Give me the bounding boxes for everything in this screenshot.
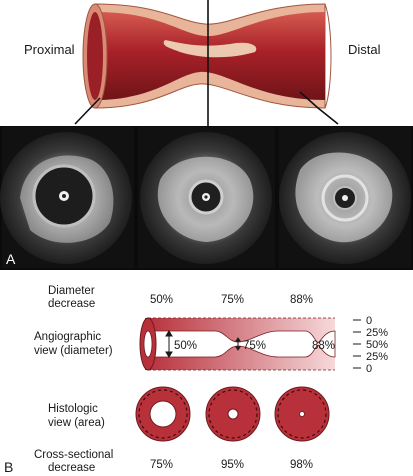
cross-value-2: 95% (221, 459, 244, 471)
ivus-image-distal (279, 127, 411, 268)
ivus-panel: A (0, 126, 413, 270)
angiographic-vessel (139, 317, 336, 371)
panel-b-label: B (4, 459, 13, 475)
angiographic-row-label-2: view (diameter) (34, 345, 113, 357)
histologic-row-label-1: Histologic (48, 403, 98, 415)
panel-a-label: A (6, 251, 16, 267)
cross-row-label-2: decrease (48, 462, 95, 474)
scale-label-3: 25% (366, 351, 388, 363)
scale-label-0: 0 (366, 315, 372, 327)
angio-lumen-label-2: 75% (243, 340, 266, 352)
proximal-label: Proximal (24, 42, 75, 57)
scale-label-2: 50% (366, 339, 388, 351)
histologic-section-1 (135, 386, 191, 442)
histologic-section-2 (205, 386, 261, 442)
angio-lumen-label-1: 50% (174, 340, 197, 352)
cross-row-label-1: Cross-sectional (34, 449, 113, 461)
scale-label-4: 0 (366, 363, 372, 375)
stenosis-scale (353, 319, 361, 369)
cross-value-1: 75% (150, 459, 173, 471)
angio-lumen-label-3: 88% (312, 340, 335, 352)
histologic-section-3 (274, 386, 330, 442)
vessel-illustration (82, 3, 332, 109)
diameter-row-label-2: decrease (48, 298, 95, 310)
diameter-value-1: 50% (150, 294, 173, 306)
vessel-plaque (163, 40, 257, 58)
angiographic-row-label-1: Angiographic (34, 331, 101, 343)
distal-label: Distal (348, 42, 381, 57)
angiographic-lumen (151, 330, 336, 358)
ivus-image-middle (138, 127, 275, 268)
ivus-image-proximal (0, 127, 134, 268)
cross-value-3: 98% (290, 459, 313, 471)
histologic-row-label-2: view (area) (48, 417, 105, 429)
diameter-value-2: 75% (221, 294, 244, 306)
diameter-row-label-1: Diameter (48, 285, 95, 297)
diameter-value-3: 88% (290, 294, 313, 306)
scale-label-1: 25% (366, 327, 388, 339)
leader-lines (74, 0, 339, 126)
